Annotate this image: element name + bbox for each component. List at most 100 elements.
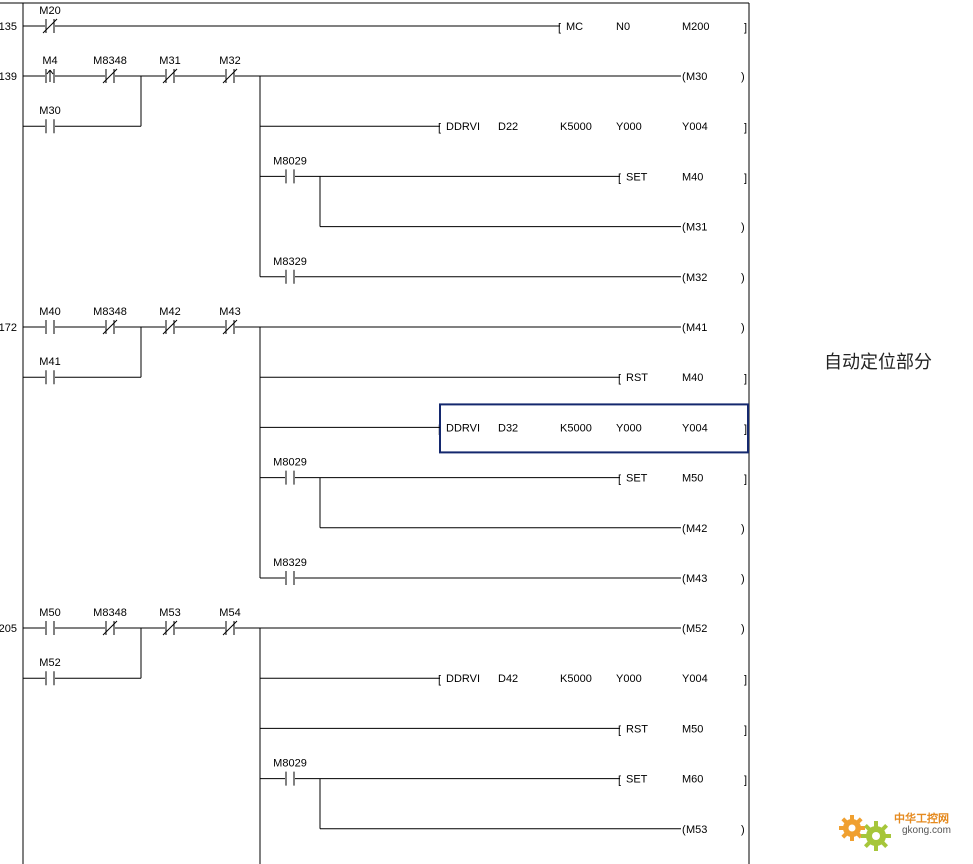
coil-m42[interactable]: (M42) (682, 523, 745, 535)
gear-icon (839, 815, 891, 851)
coil-bracket: ) (741, 222, 745, 234)
device-label: M52 (39, 657, 60, 669)
contact-nc-m42[interactable]: M42 (159, 306, 181, 335)
contact-nc-m32[interactable]: M32 (219, 55, 241, 84)
instruction-operand: D22 (498, 121, 518, 133)
device-label: M50 (39, 607, 60, 619)
step-number: 139 (0, 71, 17, 83)
pulse-arrow (46, 69, 51, 75)
contact-no-m8029[interactable]: M8029 (273, 155, 307, 184)
device-label: M41 (39, 356, 60, 368)
device-label: M40 (39, 306, 60, 318)
contact-slash (162, 319, 178, 335)
coil-m53[interactable]: (M53) (682, 824, 745, 836)
coil-m41[interactable]: (M41) (682, 322, 745, 334)
coil-bracket: ) (741, 272, 745, 284)
contact-slash (102, 68, 118, 84)
instruction-mnemonic: RST (626, 372, 648, 384)
coil-label: M52 (686, 623, 707, 635)
contact-nc-m31[interactable]: M31 (159, 55, 181, 84)
step-number: 135 (0, 21, 17, 33)
coil-m52[interactable]: (M52) (682, 623, 745, 635)
device-label: M53 (159, 607, 180, 619)
instruction-mnemonic: SET (626, 473, 648, 485)
contact-no-m52[interactable]: M52 (39, 657, 61, 686)
coil-bracket: ( (682, 573, 686, 585)
instruction-operand: M40 (682, 171, 703, 183)
device-label: M8348 (93, 55, 127, 67)
instruction-bracket: ] (744, 373, 747, 385)
contact-no-m40[interactable]: M40 (39, 306, 61, 334)
coil-m30[interactable]: (M30) (682, 71, 745, 83)
contact-no-m8329[interactable]: M8329 (273, 256, 307, 284)
instruction-mnemonic: DDRVI (446, 422, 480, 434)
contact-nc-m8348[interactable]: M8348 (93, 607, 127, 636)
device-label: M42 (159, 306, 180, 318)
instruction-bracket: [ (618, 373, 621, 385)
device-label: M8348 (93, 306, 127, 318)
coil-label: M43 (686, 573, 707, 585)
watermark-domain: gkong.com (902, 825, 951, 836)
coil-bracket: ( (682, 523, 686, 535)
instruction-bracket: ] (744, 674, 747, 686)
contact-no-m50[interactable]: M50 (39, 607, 61, 635)
instruction-operand: Y000 (616, 422, 642, 434)
device-label: M43 (219, 306, 240, 318)
coil-bracket: ) (741, 573, 745, 585)
contact-nc-m43[interactable]: M43 (219, 306, 241, 335)
contact-no-m8029[interactable]: M8029 (273, 758, 307, 786)
contact-no-m8329[interactable]: M8329 (273, 557, 307, 585)
contact-nc-m8348[interactable]: M8348 (93, 55, 127, 84)
contact-no-m8029[interactable]: M8029 (273, 457, 307, 485)
contact-slash (222, 620, 238, 636)
coil-m32[interactable]: (M32) (682, 272, 745, 284)
coil-bracket: ( (682, 623, 686, 635)
instruction-bracket: [ (558, 22, 561, 34)
instruction-operand: K5000 (560, 673, 592, 685)
coil-m31[interactable]: (M31) (682, 222, 745, 234)
contact-slash (42, 18, 58, 34)
instruction-operand: M50 (682, 473, 703, 485)
coil-bracket: ( (682, 71, 686, 83)
instruction-operand: Y000 (616, 673, 642, 685)
coil-bracket: ) (741, 71, 745, 83)
coil-label: M31 (686, 222, 707, 234)
instruction-operand: K5000 (560, 422, 592, 434)
instruction-operand: Y004 (682, 422, 708, 434)
contact-nc-m20[interactable]: M20 (39, 5, 61, 34)
coil-bracket: ( (682, 272, 686, 284)
contact-nc-m54[interactable]: M54 (219, 607, 241, 636)
instruction-bracket: ] (744, 474, 747, 486)
instruction-operand: M50 (682, 723, 703, 735)
instruction-operand: D42 (498, 673, 518, 685)
contact-nc-m53[interactable]: M53 (159, 607, 181, 636)
contact-slash (102, 319, 118, 335)
device-label: M8348 (93, 607, 127, 619)
instruction-mnemonic: DDRVI (446, 673, 480, 685)
contact-nc-m8348[interactable]: M8348 (93, 306, 127, 335)
contact-slash (102, 620, 118, 636)
coil-bracket: ( (682, 322, 686, 334)
contact-no-m30[interactable]: M30 (39, 105, 61, 134)
contact-slash (222, 68, 238, 84)
coil-label: M53 (686, 824, 707, 836)
contact-pulse-m4[interactable]: M4 (42, 55, 58, 83)
instruction-bracket: [ (618, 724, 621, 736)
coil-m43[interactable]: (M43) (682, 573, 745, 585)
contact-no-m41[interactable]: M41 (39, 356, 61, 385)
instruction-bracket: ] (744, 172, 747, 184)
